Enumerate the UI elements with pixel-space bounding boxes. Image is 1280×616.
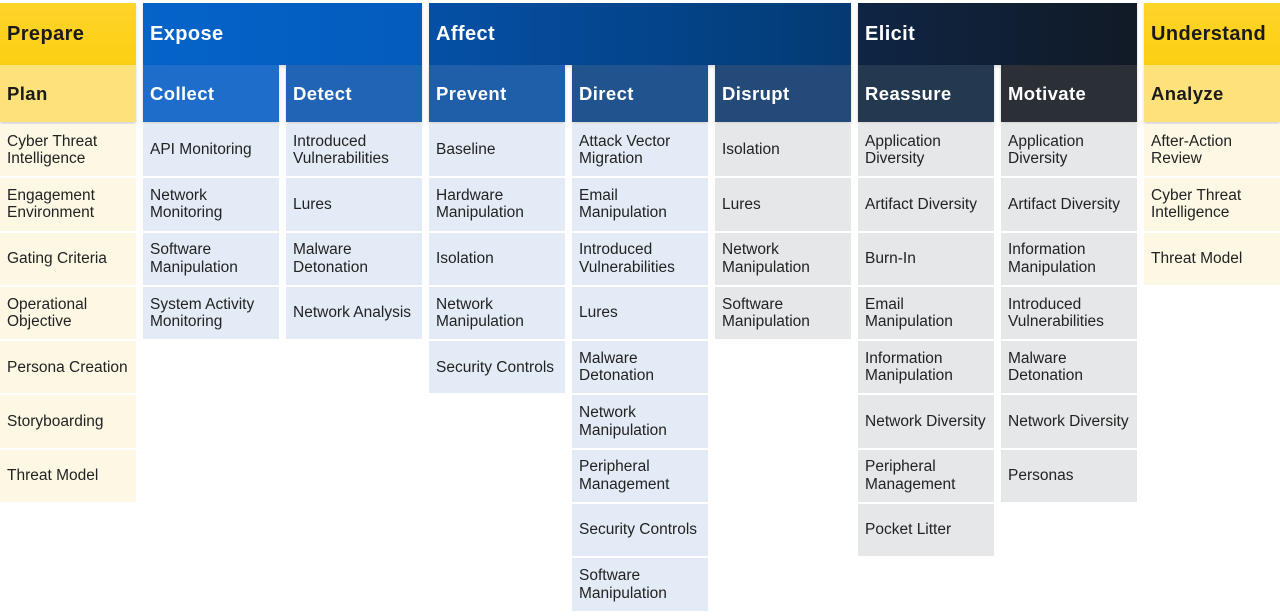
column-collect: API Monitoring Network Monitoring Softwa… [143,124,279,341]
technique-cell[interactable]: Email Manipulation [858,286,994,340]
technique-cell[interactable]: Cyber Threat Intelligence [0,124,136,177]
technique-cell[interactable]: Personas [1001,449,1137,503]
technique-cell[interactable]: API Monitoring [143,124,279,177]
technique-cell[interactable]: Operational Objective [0,286,136,340]
technique-cell[interactable]: Cyber Threat Intelligence [1144,178,1280,231]
column-header-direct: Direct [572,65,708,122]
technique-cell[interactable]: Lures [286,178,422,231]
technique-cell[interactable]: Malware Detonation [1001,341,1137,394]
column-motivate: Application Diversity Artifact Diversity… [1001,124,1137,504]
technique-cell[interactable]: Gating Criteria [0,232,136,285]
technique-cell[interactable]: Network Diversity [858,395,994,448]
technique-cell[interactable]: Network Manipulation [429,286,565,340]
column-header-prevent: Prevent [429,65,565,122]
technique-cell[interactable]: Lures [572,286,708,340]
column-header-reassure: Reassure [858,65,994,122]
technique-cell[interactable]: Email Manipulation [572,178,708,231]
technique-cell[interactable]: Information Manipulation [858,341,994,394]
technique-cell[interactable]: Security Controls [572,504,708,557]
group-header-affect: Affect [429,3,851,65]
technique-cell[interactable]: Network Manipulation [715,232,851,285]
technique-cell[interactable]: System Activity Monitoring [143,286,279,340]
column-header-motivate: Motivate [1001,65,1137,122]
technique-cell[interactable]: Persona Creation [0,341,136,394]
column-plan: Cyber Threat Intelligence Engagement Env… [0,124,136,504]
technique-cell[interactable]: Threat Model [1144,232,1280,285]
column-header-collect: Collect [143,65,279,122]
technique-cell[interactable]: Baseline [429,124,565,177]
column-reassure: Application Diversity Artifact Diversity… [858,124,994,558]
technique-cell[interactable]: Lures [715,178,851,231]
group-header-prepare: Prepare [0,3,136,65]
technique-cell[interactable]: Network Monitoring [143,178,279,231]
column-analyze: After-Action Review Cyber Threat Intelli… [1144,124,1280,287]
column-header-detect: Detect [286,65,422,122]
technique-cell[interactable]: Isolation [715,124,851,177]
technique-cell[interactable]: Isolation [429,232,565,285]
technique-cell[interactable]: Software Manipulation [572,558,708,611]
column-disrupt: Isolation Lures Network Manipulation Sof… [715,124,851,341]
technique-cell[interactable]: Burn-In [858,232,994,285]
technique-cell[interactable]: Information Manipulation [1001,232,1137,285]
column-header-analyze: Analyze [1144,65,1280,122]
technique-cell[interactable]: Artifact Diversity [858,178,994,231]
technique-cell[interactable]: Peripheral Management [572,449,708,503]
technique-cell[interactable]: Storyboarding [0,395,136,448]
technique-cell[interactable]: Malware Detonation [286,232,422,285]
column-header-plan: Plan [0,65,136,122]
technique-cell[interactable]: Application Diversity [1001,124,1137,177]
group-header-understand: Understand [1144,3,1280,65]
technique-cell[interactable]: After-Action Review [1144,124,1280,177]
technique-cell[interactable]: Pocket Litter [858,504,994,557]
column-direct: Attack Vector Migration Email Manipulati… [572,124,708,613]
technique-cell[interactable]: Introduced Vulnerabilities [572,232,708,285]
technique-cell[interactable]: Software Manipulation [715,286,851,340]
group-header-elicit: Elicit [858,3,1137,65]
technique-cell[interactable]: Introduced Vulnerabilities [1001,286,1137,340]
column-prevent: Baseline Hardware Manipulation Isolation… [429,124,565,395]
technique-cell[interactable]: Attack Vector Migration [572,124,708,177]
technique-cell[interactable]: Artifact Diversity [1001,178,1137,231]
technique-cell[interactable]: Malware Detonation [572,341,708,394]
technique-cell[interactable]: Application Diversity [858,124,994,177]
technique-cell[interactable]: Threat Model [0,449,136,503]
technique-cell[interactable]: Engagement Environment [0,178,136,231]
technique-cell[interactable]: Hardware Manipulation [429,178,565,231]
technique-cell[interactable]: Software Manipulation [143,232,279,285]
technique-cell[interactable]: Network Manipulation [572,395,708,448]
technique-cell[interactable]: Network Diversity [1001,395,1137,448]
group-header-expose: Expose [143,3,422,65]
technique-cell[interactable]: Introduced Vulnerabilities [286,124,422,177]
technique-cell[interactable]: Network Analysis [286,286,422,340]
column-header-disrupt: Disrupt [715,65,851,122]
technique-cell[interactable]: Peripheral Management [858,449,994,503]
column-detect: Introduced Vulnerabilities Lures Malware… [286,124,422,341]
technique-cell[interactable]: Security Controls [429,341,565,394]
